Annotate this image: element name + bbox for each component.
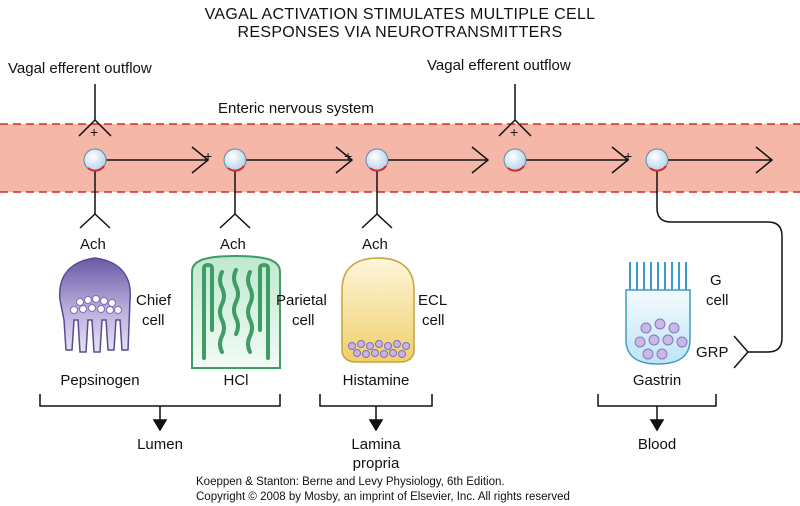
vagal-input-right	[498, 84, 532, 137]
credit-line-1: Koeppen & Stanton: Berne and Levy Physio…	[196, 476, 505, 488]
plus-sign-5: +	[624, 148, 633, 164]
neuron-4	[503, 148, 527, 172]
histamine-label: Histamine	[342, 372, 410, 389]
vagal-outflow-label-right: Vagal efferent outflow	[427, 57, 571, 74]
lamina-label-2: propria	[352, 455, 400, 472]
g-cell-label-2: cell	[706, 292, 729, 309]
enteric-label: Enteric nervous system	[218, 100, 374, 117]
enteric-band	[0, 123, 800, 193]
vagal-outflow-label-left: Vagal efferent outflow	[8, 60, 152, 77]
ach-label-1: Ach	[80, 236, 106, 253]
plus-sign-3: +	[344, 148, 353, 164]
credit-line-2: Copyright © 2008 by Mosby, an imprint of…	[196, 491, 570, 503]
lumen-label: Lumen	[137, 436, 183, 453]
lamina-label-1: Lamina	[351, 436, 401, 453]
efferent-lines	[79, 170, 783, 369]
neuron-5	[645, 148, 669, 172]
neuron-chain	[103, 146, 774, 174]
blood-label: Blood	[637, 436, 677, 453]
ecl-cell-label-1: ECL	[418, 292, 448, 309]
g-cell-shape	[625, 262, 691, 365]
bracket-lumen	[39, 394, 281, 432]
bracket-blood	[597, 394, 717, 432]
chief-cell-label-1: Chief	[136, 292, 172, 309]
gastrin-label: Gastrin	[632, 372, 682, 389]
plus-sign-1: +	[90, 124, 99, 140]
neuron-1	[83, 148, 107, 172]
hcl-label: HCl	[223, 372, 249, 389]
neuron-3	[365, 148, 389, 172]
plus-sign-4: +	[510, 124, 519, 140]
ach-label-3: Ach	[362, 236, 388, 253]
parietal-cell-shape	[191, 254, 281, 369]
chief-cell-shape	[58, 257, 132, 353]
ecl-cell-shape	[341, 257, 415, 363]
title-line-1: VAGAL ACTIVATION STIMULATES MULTIPLE CEL…	[204, 6, 596, 23]
plus-sign-2: +	[204, 148, 213, 164]
bracket-lamina	[319, 394, 433, 432]
neuron-2	[223, 148, 247, 172]
title-line-2: RESPONSES VIA NEUROTRANSMITTERS	[237, 24, 563, 41]
grp-label: GRP	[696, 344, 729, 361]
ach-label-2: Ach	[220, 236, 246, 253]
pepsinogen-label: Pepsinogen	[60, 372, 140, 389]
ecl-cell-label-2: cell	[422, 312, 445, 329]
vagal-input-left	[78, 84, 112, 137]
g-cell-label-1: G	[710, 272, 722, 289]
parietal-cell-label-2: cell	[292, 312, 315, 329]
parietal-cell-label-1: Parietal	[276, 292, 327, 309]
chief-cell-label-2: cell	[142, 312, 165, 329]
